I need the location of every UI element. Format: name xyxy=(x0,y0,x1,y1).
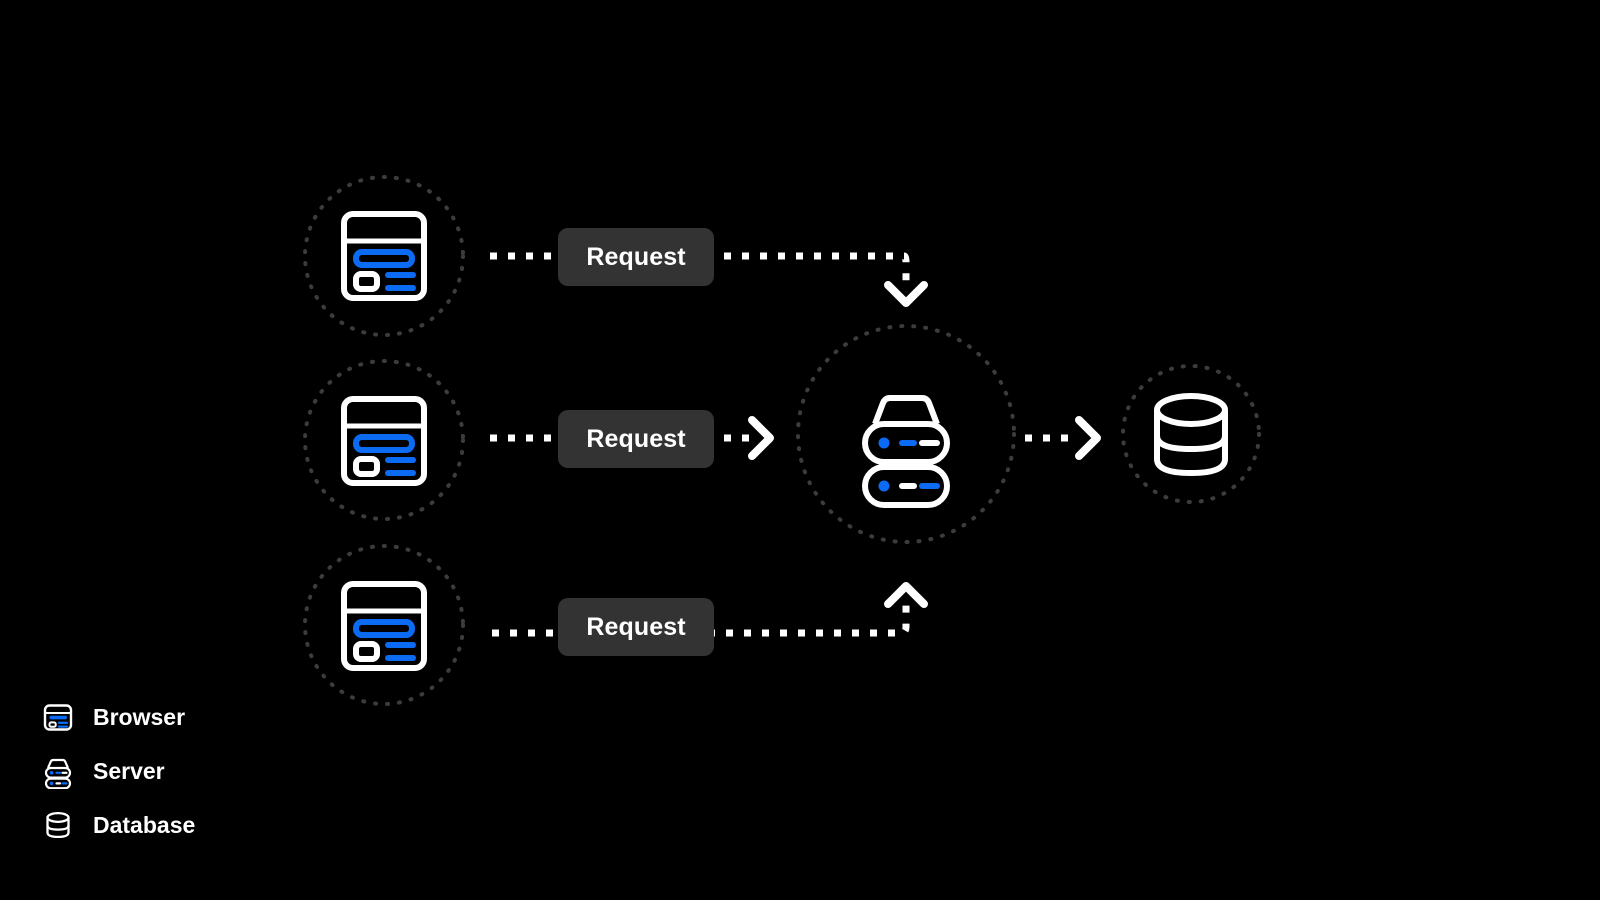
connector-top xyxy=(490,252,928,307)
ring-browser-2 xyxy=(303,359,465,521)
browser-icon-3 xyxy=(341,581,427,671)
browser-icon xyxy=(40,699,76,735)
legend-item-server: Server xyxy=(40,753,195,789)
database-icon xyxy=(40,807,76,843)
server-icon xyxy=(40,753,76,789)
ring-browser-3 xyxy=(303,544,465,706)
server-icon-main xyxy=(862,395,950,508)
legend-label-server: Server xyxy=(93,757,165,784)
request-label-middle: Request xyxy=(558,410,714,468)
legend-label-browser: Browser xyxy=(93,703,186,730)
legend-item-database: Database xyxy=(40,808,195,842)
ring-server xyxy=(796,324,1016,544)
browser-icon-2 xyxy=(341,396,427,486)
legend: Browser Server xyxy=(40,700,195,842)
ring-browser-1 xyxy=(303,175,465,337)
request-label-top: Request xyxy=(558,228,714,286)
connector-bottom xyxy=(492,582,928,637)
connector-server-database xyxy=(1025,416,1101,460)
request-label-bottom: Request xyxy=(558,598,714,656)
ring-database xyxy=(1121,364,1261,504)
legend-item-browser: Browser xyxy=(40,700,195,734)
database-icon-main xyxy=(1154,393,1228,477)
legend-label-database: Database xyxy=(93,811,196,838)
browser-icon-1 xyxy=(341,211,427,301)
